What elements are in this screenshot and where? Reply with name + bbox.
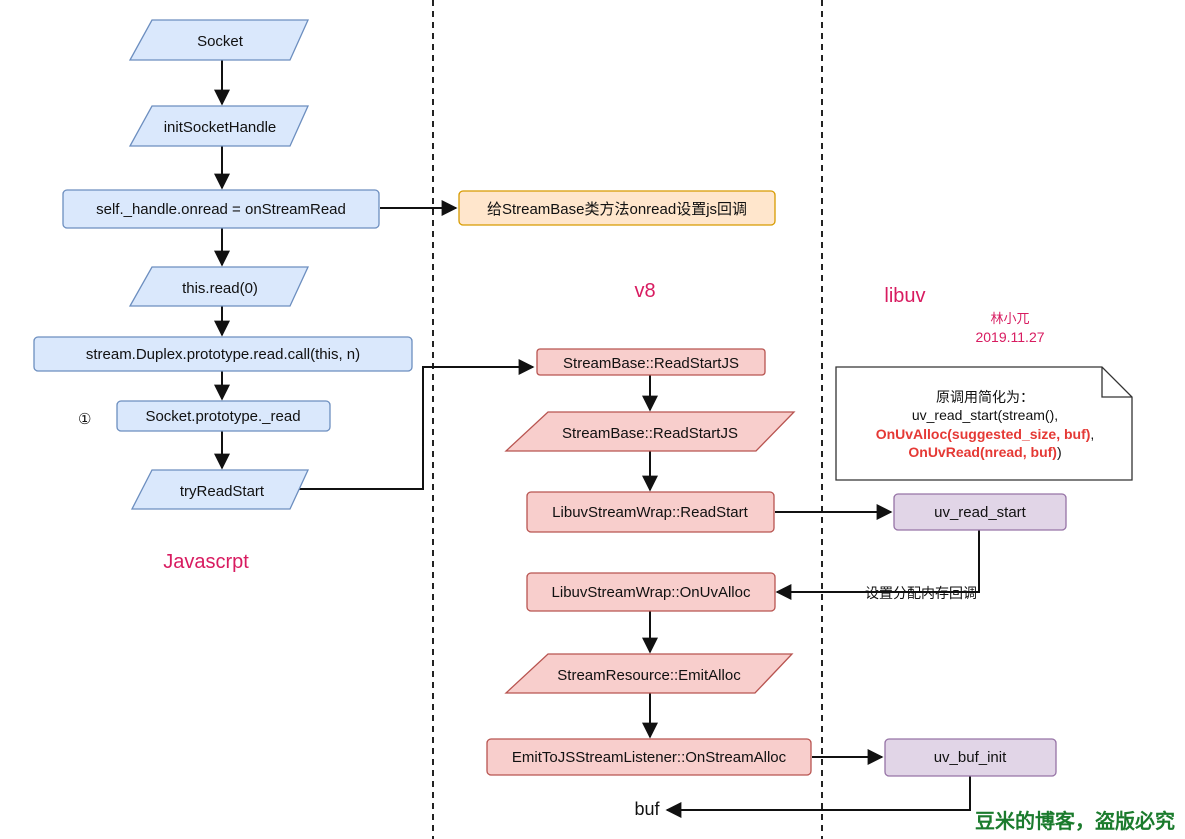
v8-lane-title: v8: [634, 280, 655, 302]
note-line-2: uv_read_start(stream(),: [912, 407, 1058, 423]
note-line-4-red: OnUvRead(nread, buf): [908, 444, 1057, 460]
v8-libuv-read-start-label: LibuvStreamWrap::ReadStart: [552, 504, 748, 521]
js-onread-assign-label: self._handle.onread = onStreamRead: [96, 201, 346, 218]
watermark-text: 豆米的博客，盗版必究: [975, 809, 1175, 833]
js-duplex-read-call-label: stream.Duplex.prototype.read.call(this, …: [86, 346, 360, 363]
v8-on-stream-alloc-node[interactable]: EmitToJSStreamListener::OnStreamAlloc: [486, 738, 812, 776]
js-socket-proto-read-node[interactable]: Socket.prototype._read: [116, 400, 331, 432]
libuv-uv-buf-init-label: uv_buf_init: [934, 749, 1007, 766]
libuv-uv-buf-init-node[interactable]: uv_buf_init: [884, 738, 1057, 777]
js-this-read-node[interactable]: this.read(0): [128, 266, 310, 307]
javascript-lane-title: Javascrpt: [163, 551, 249, 573]
libuv-lane-title: libuv: [884, 285, 925, 307]
v8-emit-alloc-node[interactable]: StreamResource::EmitAlloc: [504, 653, 794, 694]
note-line-4-tail: ): [1057, 444, 1062, 460]
js-this-read-label: this.read(0): [182, 280, 258, 297]
v8-read-start-js-node-1[interactable]: StreamBase::ReadStartJS: [536, 348, 766, 376]
v8-set-js-callback-node[interactable]: 给StreamBase类方法onread设置js回调: [458, 190, 776, 226]
v8-set-js-callback-label: 给StreamBase类方法onread设置js回调: [487, 201, 747, 218]
js-init-socket-handle-node[interactable]: initSocketHandle: [128, 105, 310, 147]
js-socket-proto-read-label: Socket.prototype._read: [145, 408, 300, 425]
connectors: [214, 60, 980, 818]
edge-uvbufinit-buf: [665, 776, 971, 818]
v8-on-stream-alloc-label: EmitToJSStreamListener::OnStreamAlloc: [512, 749, 787, 766]
v8-libuv-read-start-node[interactable]: LibuvStreamWrap::ReadStart: [526, 491, 775, 533]
v8-read-start-js-label-2: StreamBase::ReadStartJS: [562, 425, 738, 442]
v8-read-start-js-label-1: StreamBase::ReadStartJS: [563, 355, 739, 372]
js-socket-node[interactable]: Socket: [128, 19, 310, 61]
author-name: 林小兀: [990, 312, 1029, 327]
author-date: 2019.11.27: [975, 329, 1044, 345]
note-line-1: 原调用简化为：: [936, 389, 1034, 405]
js-try-read-start-node[interactable]: tryReadStart: [130, 469, 310, 510]
note-line-3: OnUvAlloc(suggested_size, buf),: [876, 426, 1095, 442]
libuv-uv-read-start-node[interactable]: uv_read_start: [893, 493, 1067, 531]
edge-tryread-readstartjs: [298, 359, 535, 490]
note-line-4: OnUvRead(nread, buf)): [908, 444, 1061, 460]
libuv-uv-read-start-label: uv_read_start: [934, 504, 1027, 521]
circle-marker: ①: [78, 411, 91, 428]
alloc-callback-label: 设置分配内存回调: [865, 585, 977, 601]
js-init-socket-handle-label: initSocketHandle: [164, 119, 277, 136]
note-line-3-tail: ,: [1090, 426, 1094, 442]
js-onread-assign-node[interactable]: self._handle.onread = onStreamRead: [62, 189, 380, 229]
note-line-3-red: OnUvAlloc(suggested_size, buf): [876, 426, 1091, 442]
v8-on-uv-alloc-node[interactable]: LibuvStreamWrap::OnUvAlloc: [526, 572, 776, 612]
note-box: 原调用简化为： uv_read_start(stream(), OnUvAllo…: [835, 366, 1133, 481]
v8-emit-alloc-label: StreamResource::EmitAlloc: [557, 667, 741, 684]
buf-label: buf: [634, 799, 660, 819]
edge-uvreadstart-onuvalloc: [775, 530, 980, 600]
v8-read-start-js-node-2[interactable]: StreamBase::ReadStartJS: [504, 411, 796, 452]
v8-on-uv-alloc-label: LibuvStreamWrap::OnUvAlloc: [552, 584, 751, 601]
js-try-read-start-label: tryReadStart: [180, 483, 265, 500]
js-duplex-read-call-node[interactable]: stream.Duplex.prototype.read.call(this, …: [33, 336, 413, 372]
js-socket-label: Socket: [197, 33, 244, 50]
